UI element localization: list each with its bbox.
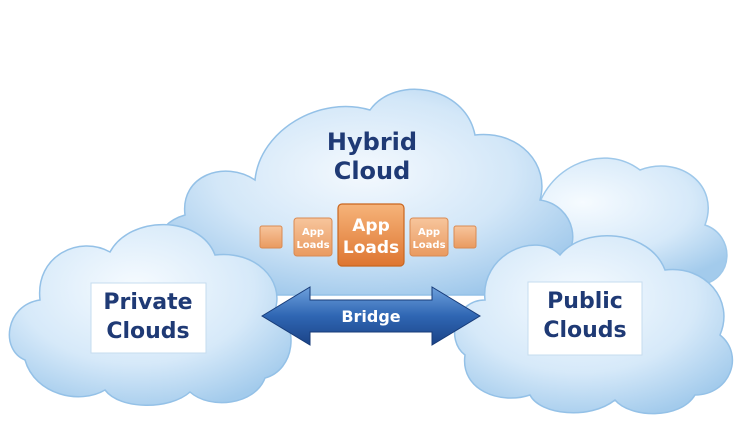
- app-load-main-line1: App: [352, 216, 390, 236]
- private-clouds-line1: Private: [103, 290, 192, 315]
- hybrid-cloud-title-line2: Cloud: [334, 157, 411, 185]
- app-load-left-line1: App: [302, 227, 324, 238]
- private-clouds-line2: Clouds: [106, 319, 189, 344]
- app-load-right-line1: App: [418, 227, 440, 238]
- app-load-block-far-left: [259, 225, 283, 249]
- hybrid-cloud-title-line1: Hybrid: [327, 128, 417, 156]
- app-loads-row: App Loads App Loads App Loads: [259, 203, 477, 267]
- public-clouds-line2: Clouds: [543, 318, 626, 343]
- app-load-right-line2: Loads: [412, 240, 445, 251]
- public-clouds-box: Public Clouds: [527, 281, 643, 356]
- app-load-block-right: [409, 217, 449, 257]
- app-load-main-line2: Loads: [343, 238, 399, 258]
- private-clouds-box: Private Clouds: [90, 282, 207, 354]
- bridge-arrow: Bridge: [261, 286, 481, 346]
- app-load-block-main: [337, 203, 405, 267]
- bridge-label: Bridge: [341, 307, 400, 326]
- app-load-left-line2: Loads: [296, 240, 329, 251]
- public-clouds-line1: Public: [547, 289, 623, 314]
- app-load-block-left: [293, 217, 333, 257]
- app-load-block-far-right: [453, 225, 477, 249]
